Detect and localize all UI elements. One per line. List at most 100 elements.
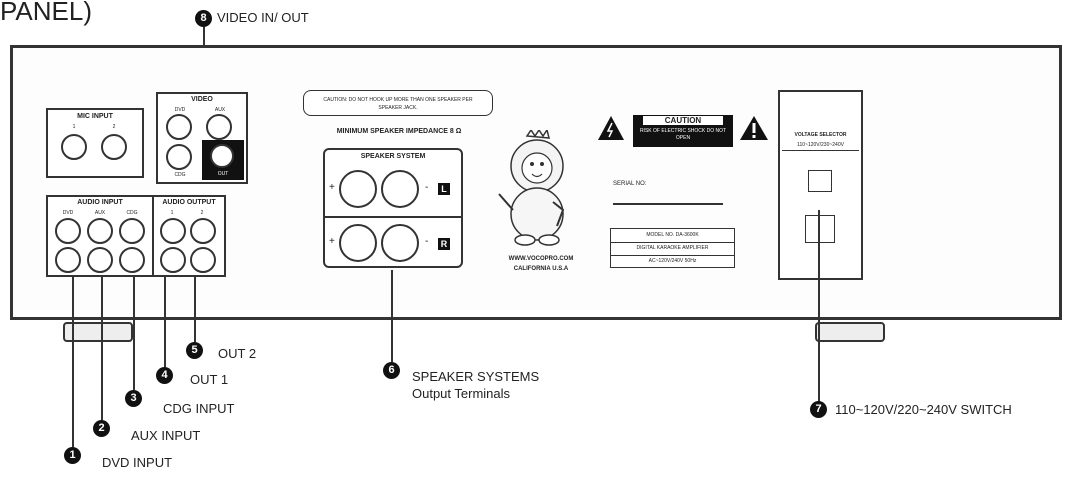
callout-4-number: 4 [156,367,173,384]
video-out-label: OUT [217,171,229,177]
callout-6-sublabel: Output Terminals [412,386,511,401]
video-out-jack[interactable] [210,144,234,168]
caution-label: CAUTION RISK OF ELECTRIC SHOCK DO NOT OP… [633,115,733,147]
callout-5-label: OUT 2 [218,346,257,361]
power-rating: AC~120V/240V 50Hz [648,258,697,264]
callout-5-leader [194,275,196,342]
callout-8-label: VIDEO IN/ OUT [217,10,309,25]
audio-out-1-upper-jack[interactable] [160,218,186,244]
model-number: MODEL NO. DA-3600K [646,232,699,238]
caution-note-text: CAUTION: DO NOT HOOK UP MORE THAN ONE SP… [323,97,473,111]
mic-1-label: 1 [72,124,76,130]
location-label: CALIFORNIA U.S.A [513,266,569,272]
serial-line [613,203,723,205]
audio-out-2-label: 2 [200,210,204,216]
audio-in-cdg-label: CDG [126,210,138,216]
callout-2-number: 2 [93,420,110,437]
audio-in-cdg-upper-jack[interactable] [119,218,145,244]
speaker-l-plus: + [329,182,335,193]
speaker-r-plus: + [329,236,335,247]
rear-panel: MIC INPUT 1 2 VIDEO DVD AUX CDG OUT AUDI… [10,45,1062,320]
audio-in-cdg-lower-jack[interactable] [119,247,145,273]
mic-2-label: 2 [112,124,116,130]
model-sticker: MODEL NO. DA-3600K DIGITAL KARAOKE AMPLI… [610,228,735,268]
video-dvd-jack[interactable] [166,114,192,140]
callout-6-leader [391,270,393,362]
audio-output-title: AUDIO OUTPUT [162,199,216,206]
callout-7-leader [818,210,820,402]
audio-in-aux-lower-jack[interactable] [87,247,113,273]
left-foot [63,322,133,342]
model-divider-2 [611,255,734,256]
video-dvd-label: DVD [174,107,186,113]
video-aux-label: AUX [214,107,226,113]
audio-in-dvd-upper-jack[interactable] [55,218,81,244]
voltage-switch-slot [805,215,835,243]
shock-warning-text: RISK OF ELECTRIC SHOCK DO NOT OPEN [639,128,727,141]
callout-2-leader [101,275,103,420]
audio-out-2-upper-jack[interactable] [190,218,216,244]
speaker-l-minus: - [425,182,429,193]
min-impedance: MINIMUM SPEAKER IMPEDANCE 8 Ω [336,128,462,135]
caution-note: CAUTION: DO NOT HOOK UP MORE THAN ONE SP… [303,90,493,116]
audio-out-1-lower-jack[interactable] [160,247,186,273]
callout-1-label: DVD INPUT [102,455,173,470]
callout-8-number: 8 [195,10,212,27]
callout-3-label: CDG INPUT [163,401,235,416]
callout-3-number: 3 [125,390,142,407]
video-cdg-label: CDG [174,172,186,178]
audio-in-dvd-label: DVD [62,210,74,216]
callout-5-number: 5 [186,342,203,359]
speaker-r-plus-terminal[interactable] [339,224,377,262]
audio-in-aux-upper-jack[interactable] [87,218,113,244]
amp-type: DIGITAL KARAOKE AMPLIFIER [636,245,709,251]
mic-1-jack[interactable] [61,134,87,160]
mic-2-jack[interactable] [101,134,127,160]
speaker-r-badge: R [438,238,450,250]
video-title: VIDEO [191,96,213,103]
video-group: VIDEO DVD AUX CDG OUT [156,92,248,184]
speaker-system-group: SPEAKER SYSTEM + - L + - R [323,148,463,268]
audio-out-2-lower-jack[interactable] [190,247,216,273]
warning-triangle-icon [598,116,624,140]
video-cdg-jack[interactable] [166,144,192,170]
callout-7-number: 7 [810,401,827,418]
right-foot [815,322,885,342]
voltage-divider [782,150,859,151]
callout-4-leader [164,275,166,367]
speaker-r-minus-terminal[interactable] [381,224,419,262]
callout-7-label: 110~120V/220~240V SWITCH [835,402,1012,417]
mic-input-group: MIC INPUT 1 2 [46,108,144,178]
voltage-selector-range: 110~120V/230~240V [797,142,844,148]
callout-6-label: SPEAKER SYSTEMS [412,369,540,384]
voltage-switch[interactable] [808,170,832,192]
exclamation-triangle-icon [740,116,768,140]
speaker-l-minus-terminal[interactable] [381,170,419,208]
voltage-selector-title: VOLTAGE SELECTOR [794,132,847,138]
video-aux-jack[interactable] [206,114,232,140]
lion-mascot-logo [498,130,565,246]
heading-fragment: PANEL) [0,0,92,26]
speaker-system-title: SPEAKER SYSTEM [360,153,426,160]
audio-input-group: AUDIO INPUT DVD AUX CDG [46,195,154,277]
callout-4-label: OUT 1 [190,372,229,387]
model-divider-1 [611,242,734,243]
website-label: WWW.VOCOPRO.COM [508,256,574,262]
serial-label: SERIAL NO: [613,181,647,187]
callout-3-leader [133,275,135,390]
audio-output-group: AUDIO OUTPUT 1 2 [152,195,226,277]
voltage-selector-group: VOLTAGE SELECTOR 110~120V/230~240V [778,90,863,280]
speaker-l-plus-terminal[interactable] [339,170,377,208]
audio-in-dvd-lower-jack[interactable] [55,247,81,273]
video-out-block: OUT [202,140,244,180]
speaker-r-minus: - [425,236,429,247]
callout-2-label: AUX INPUT [131,428,201,443]
speaker-l-badge: L [438,183,450,195]
audio-input-title: AUDIO INPUT [77,199,123,206]
audio-in-aux-label: AUX [94,210,106,216]
audio-out-1-label: 1 [170,210,174,216]
speaker-divider [325,216,461,218]
callout-1-number: 1 [64,447,81,464]
mic-input-title: MIC INPUT [77,113,113,120]
caution-title: CAUTION [643,116,723,125]
